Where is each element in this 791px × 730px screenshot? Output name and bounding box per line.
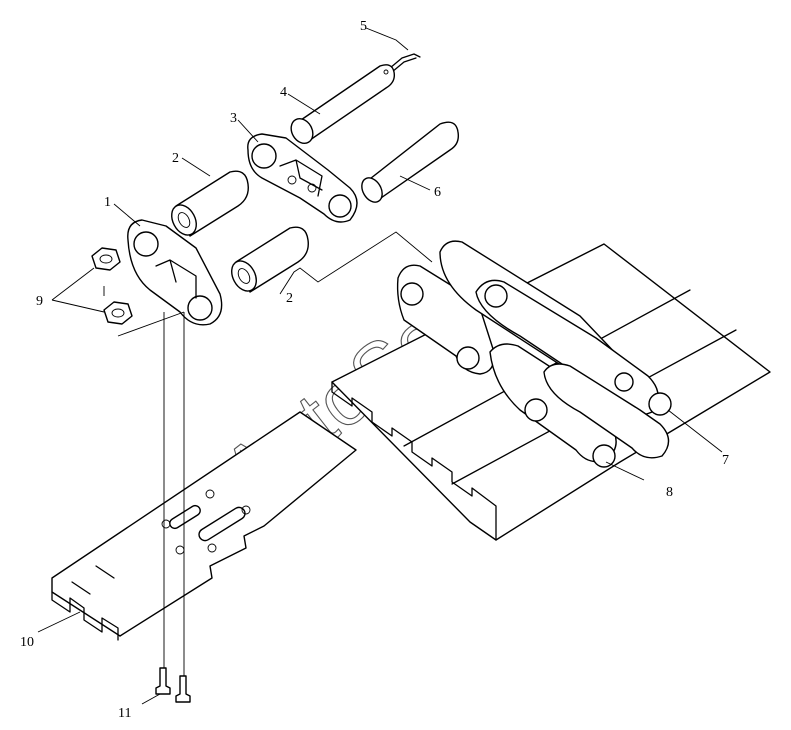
callout-2-upper: 2 bbox=[172, 151, 179, 166]
callout-4: 4 bbox=[280, 85, 287, 100]
nut-part-lower bbox=[103, 301, 133, 325]
callout-6: 6 bbox=[434, 185, 441, 200]
link-upper-part bbox=[247, 133, 358, 223]
link-lower-part bbox=[127, 219, 223, 326]
callout-10: 10 bbox=[20, 635, 34, 650]
callout-8: 8 bbox=[666, 485, 673, 500]
callout-7: 7 bbox=[722, 453, 729, 468]
callout-11: 11 bbox=[118, 706, 131, 721]
bushing-pin-part bbox=[361, 121, 460, 203]
callout-1: 1 bbox=[104, 195, 111, 210]
track-shoe-part bbox=[51, 411, 357, 641]
leader-lines bbox=[37, 27, 723, 705]
bolt-part-left bbox=[155, 667, 171, 695]
callout-labels: 5 4 3 2 6 1 2 9 10 11 7 8 bbox=[20, 19, 729, 721]
bolt-part-right bbox=[175, 675, 191, 703]
callout-5: 5 bbox=[360, 19, 367, 34]
cotter-pin-part bbox=[389, 53, 421, 73]
bushing-upper-part bbox=[171, 170, 249, 237]
callout-9: 9 bbox=[36, 294, 43, 309]
callout-2-lower: 2 bbox=[286, 291, 293, 306]
nut-part-upper bbox=[91, 247, 121, 271]
pin-part bbox=[290, 64, 396, 145]
bushing-lower-part bbox=[231, 226, 309, 293]
callout-3: 3 bbox=[230, 111, 237, 126]
assembled-track bbox=[331, 240, 771, 541]
